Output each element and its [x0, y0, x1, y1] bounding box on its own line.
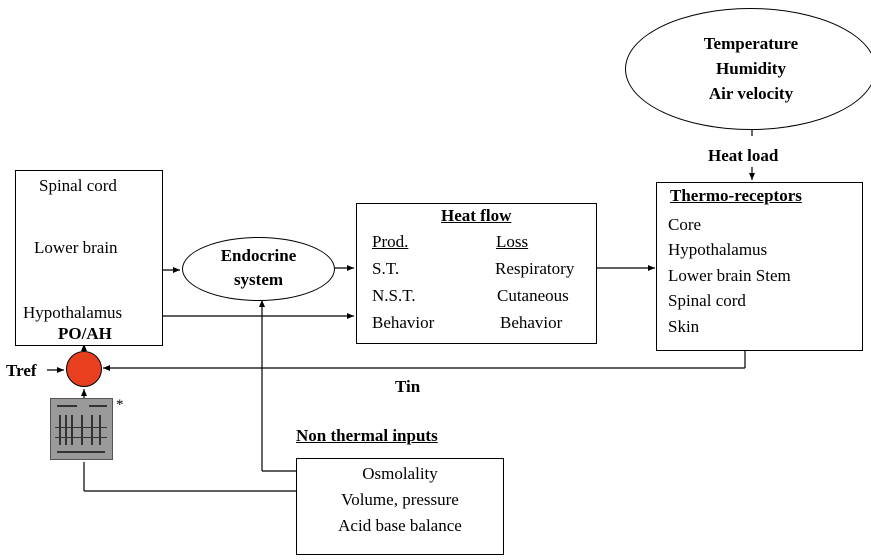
- heat-flow-prod-st: S.T.: [372, 259, 400, 278]
- non-thermal-acid-base: Acid base balance: [338, 516, 462, 535]
- heat-flow-loss-cutaneous: Cutaneous: [497, 286, 569, 305]
- non-thermal-box: [296, 458, 504, 555]
- thermoreceptors-box: [656, 182, 863, 351]
- receptor-skin: Skin: [668, 317, 700, 336]
- tin-label: Tin: [395, 377, 421, 396]
- brain-hypothalamus: Hypothalamus: [23, 303, 123, 322]
- heat-flow-title: Heat flow: [441, 206, 512, 225]
- setpoint-thumbnail-image: [50, 398, 113, 460]
- brain-box: [15, 170, 163, 346]
- env-temperature: Temperature: [703, 34, 799, 53]
- comparator-circle: [66, 351, 102, 387]
- receptor-core: Core: [668, 215, 702, 234]
- env-air-velocity: Air velocity: [708, 84, 794, 103]
- heat-load-label: Heat load: [708, 146, 779, 165]
- heat-flow-box: [356, 203, 597, 344]
- non-thermal-volume-pressure: Volume, pressure: [341, 490, 459, 509]
- endocrine-ellipse: [182, 237, 335, 301]
- brain-spinal-cord: Spinal cord: [39, 176, 117, 195]
- heat-flow-prod-behavior: Behavior: [372, 313, 435, 332]
- non-thermal-osmolality: Osmolality: [362, 464, 438, 483]
- thumbnail-asterisk: *: [116, 397, 124, 413]
- heat-flow-loss-respiratory: Respiratory: [495, 259, 575, 278]
- heat-flow-prod-header: Prod.: [372, 232, 409, 251]
- receptor-spinal-cord: Spinal cord: [668, 291, 746, 310]
- non-thermal-title: Non thermal inputs: [296, 426, 438, 445]
- receptor-hypothalamus: Hypothalamus: [668, 240, 768, 259]
- brain-lower-brain: Lower brain: [34, 238, 118, 257]
- receptor-lower-brain-stem: Lower brain Stem: [668, 266, 791, 285]
- thermoreceptors-title: Thermo-receptors: [670, 186, 802, 205]
- tref-label: Tref: [6, 361, 37, 380]
- heat-flow-loss-behavior: Behavior: [500, 313, 563, 332]
- env-humidity: Humidity: [716, 59, 786, 78]
- environment-ellipse: [625, 8, 871, 130]
- endocrine-line2: system: [233, 270, 284, 289]
- heat-flow-prod-nst: N.S.T.: [372, 286, 416, 305]
- endocrine-line1: Endocrine: [220, 246, 297, 265]
- brain-po-ah: PO/AH: [58, 324, 112, 343]
- heat-flow-loss-header: Loss: [496, 232, 529, 251]
